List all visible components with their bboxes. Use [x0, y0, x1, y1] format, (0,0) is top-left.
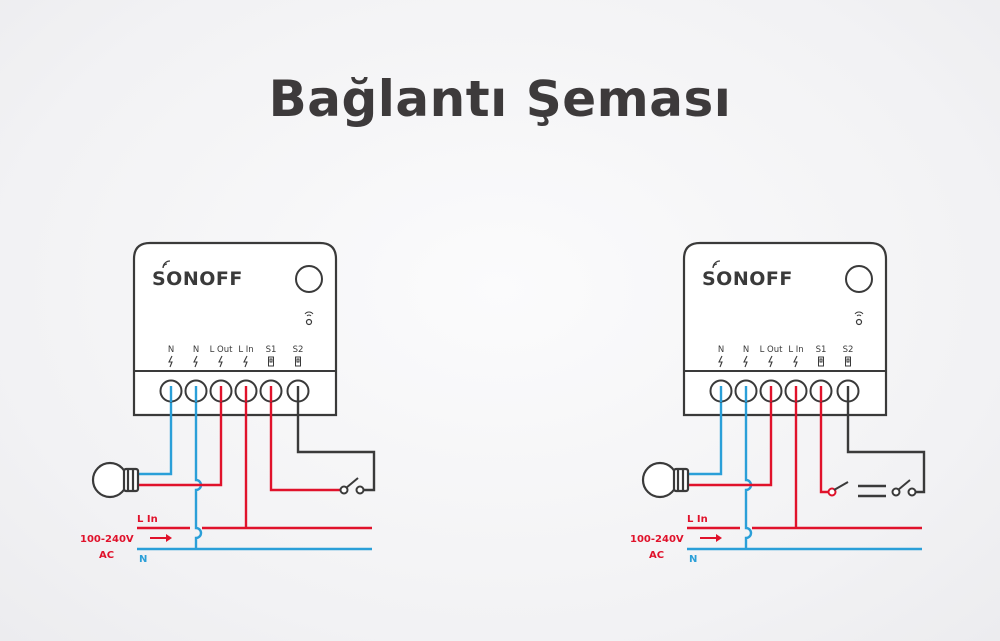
terminal-label: L Out: [760, 345, 784, 355]
terminal-label: N: [193, 345, 199, 355]
terminal-label: N: [168, 345, 174, 355]
bolt-icon: [793, 355, 798, 368]
switch-terminal-icon: [845, 356, 851, 367]
terminal-label: N: [718, 345, 724, 355]
label-ac: AC: [99, 550, 114, 561]
bolt-icon: [768, 355, 773, 368]
page-title: Bağlantı Şeması: [268, 70, 732, 128]
terminal-label: S2: [843, 345, 854, 355]
led-indicator: [855, 318, 863, 326]
terminal-label: S1: [266, 345, 277, 355]
brand-label: SONOFF: [152, 268, 243, 290]
label-l-in: L In: [137, 514, 158, 525]
label-ac: AC: [649, 550, 664, 561]
label-n: N: [689, 554, 697, 565]
wifi-brand-icon: [712, 260, 721, 269]
terminal-label: L In: [788, 345, 803, 355]
traveller-lines: [858, 484, 886, 498]
wiring-diagram-single-switch: SONOFF N N L Out L In S1 S2: [80, 241, 376, 565]
switch-terminal-icon: [818, 356, 824, 367]
terminals: [159, 379, 310, 403]
bolt-icon: [218, 355, 223, 368]
arrow-right-icon: [700, 534, 722, 542]
terminal-labels: N N L Out L In S1 S2: [718, 345, 854, 368]
pair-button[interactable]: [295, 265, 323, 293]
wifi-led-icon: [304, 311, 314, 317]
switch-terminal-icon: [268, 356, 274, 367]
wire-neutral-bulb: [138, 386, 173, 476]
wire-s1: [819, 386, 828, 494]
terminal-labels: N N L Out L In S1 S2: [168, 345, 304, 368]
bolt-icon: [743, 355, 748, 368]
led-indicator: [305, 318, 313, 326]
terminal-label: S2: [293, 345, 304, 355]
terminals: [709, 379, 860, 403]
bulb-icon: [641, 461, 690, 499]
wire-neutral-main: [744, 386, 753, 549]
label-voltage: 100-240V: [80, 534, 134, 545]
wire-s2: [296, 386, 376, 492]
wifi-led-icon: [854, 311, 864, 317]
sonoff-logo: SONOFF: [152, 260, 243, 290]
wire-lout-bulb: [138, 386, 223, 487]
terminal-label: L Out: [210, 345, 234, 355]
bulb-icon: [91, 461, 140, 499]
wire-neutral-main: [194, 386, 203, 549]
pair-button[interactable]: [845, 265, 873, 293]
switch-icon: [339, 477, 365, 495]
bolt-icon: [718, 355, 723, 368]
sonoff-logo: SONOFF: [702, 260, 793, 290]
brand-label: SONOFF: [702, 268, 793, 290]
wire-s2: [846, 386, 926, 494]
bolt-icon: [243, 355, 248, 368]
terminal-label: N: [743, 345, 749, 355]
wire-neutral-bulb: [688, 386, 723, 476]
two-way-switch-icon: [827, 479, 917, 497]
terminal-label: L In: [238, 345, 253, 355]
label-voltage: 100-240V: [630, 534, 684, 545]
label-n: N: [139, 554, 147, 565]
wire-lout-bulb: [688, 386, 773, 487]
switch-terminal-icon: [295, 356, 301, 367]
wifi-brand-icon: [162, 260, 171, 269]
bolt-icon: [193, 355, 198, 368]
bolt-icon: [168, 355, 173, 368]
label-l-in: L In: [687, 514, 708, 525]
arrow-right-icon: [150, 534, 172, 542]
wires: [687, 386, 926, 551]
terminal-label: S1: [816, 345, 827, 355]
wire-s1: [269, 386, 340, 492]
wires: [137, 386, 376, 551]
